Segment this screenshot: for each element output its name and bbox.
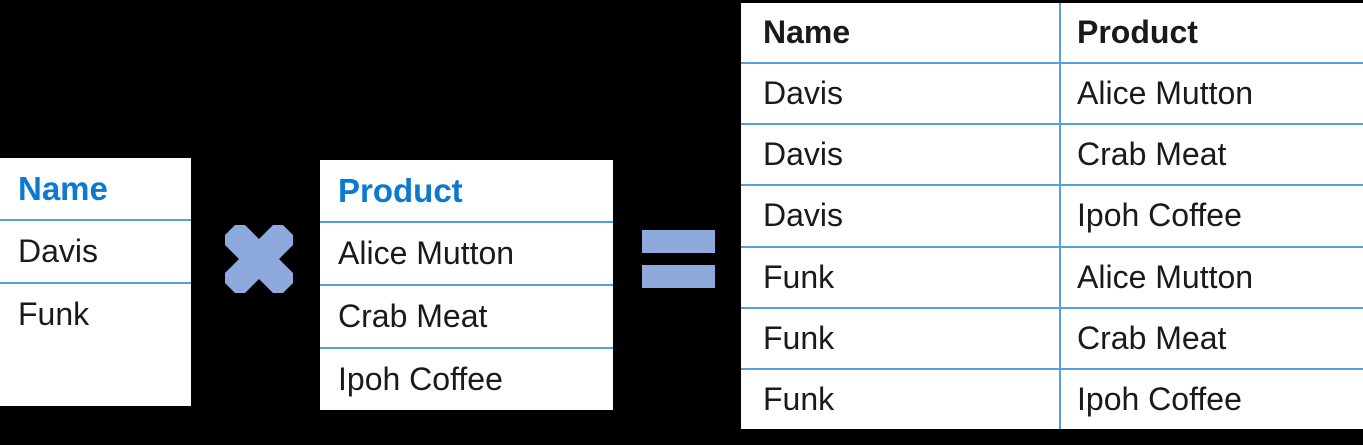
table-cell: Funk — [741, 247, 1061, 307]
table-row: Alice Mutton — [320, 223, 613, 286]
table-cell: Crab Meat — [1077, 319, 1227, 356]
table-row: Davis Crab Meat — [741, 125, 1363, 187]
table-row: Davis Ipoh Coffee — [741, 186, 1363, 248]
middle-table-header: Product — [320, 160, 613, 223]
result-header-product: Product — [1077, 14, 1198, 51]
equals-bar-bottom — [642, 265, 715, 288]
table-row: Funk Crab Meat — [741, 308, 1363, 370]
table-cell: Alice Mutton — [1077, 258, 1254, 295]
middle-table: Product Alice Mutton Crab Meat Ipoh Coff… — [320, 160, 613, 410]
table-row: Funk — [18, 296, 90, 332]
table-row: Funk Ipoh Coffee — [741, 369, 1363, 429]
table-cell: Ipoh Coffee — [1077, 380, 1242, 417]
table-row: Funk Alice Mutton — [741, 247, 1363, 309]
result-table: Name Product Davis Alice Mutton Davis Cr… — [741, 3, 1363, 429]
equals-icon — [642, 230, 715, 288]
table-row: Crab Meat — [320, 286, 613, 349]
table-cell: Davis — [741, 64, 1061, 124]
table-cell: Funk — [741, 308, 1061, 368]
left-table: Name Davis Funk — [0, 158, 191, 406]
table-cell: Funk — [741, 369, 1061, 429]
table-cell: Davis — [741, 125, 1061, 185]
left-table-header: Name — [0, 158, 191, 221]
result-table-header-row: Name Product — [741, 3, 1363, 65]
table-row: Ipoh Coffee — [338, 361, 503, 397]
table-cell: Crab Meat — [1077, 136, 1227, 173]
equals-bar-top — [642, 230, 715, 253]
table-cell: Davis — [741, 186, 1061, 246]
table-cell: Alice Mutton — [1077, 75, 1254, 112]
table-row-empty — [0, 345, 191, 406]
table-row: Davis — [0, 221, 191, 284]
multiply-icon — [225, 225, 293, 293]
table-cell: Ipoh Coffee — [1077, 197, 1242, 234]
result-header-name: Name — [741, 3, 1061, 63]
table-row: Davis Alice Mutton — [741, 64, 1363, 126]
